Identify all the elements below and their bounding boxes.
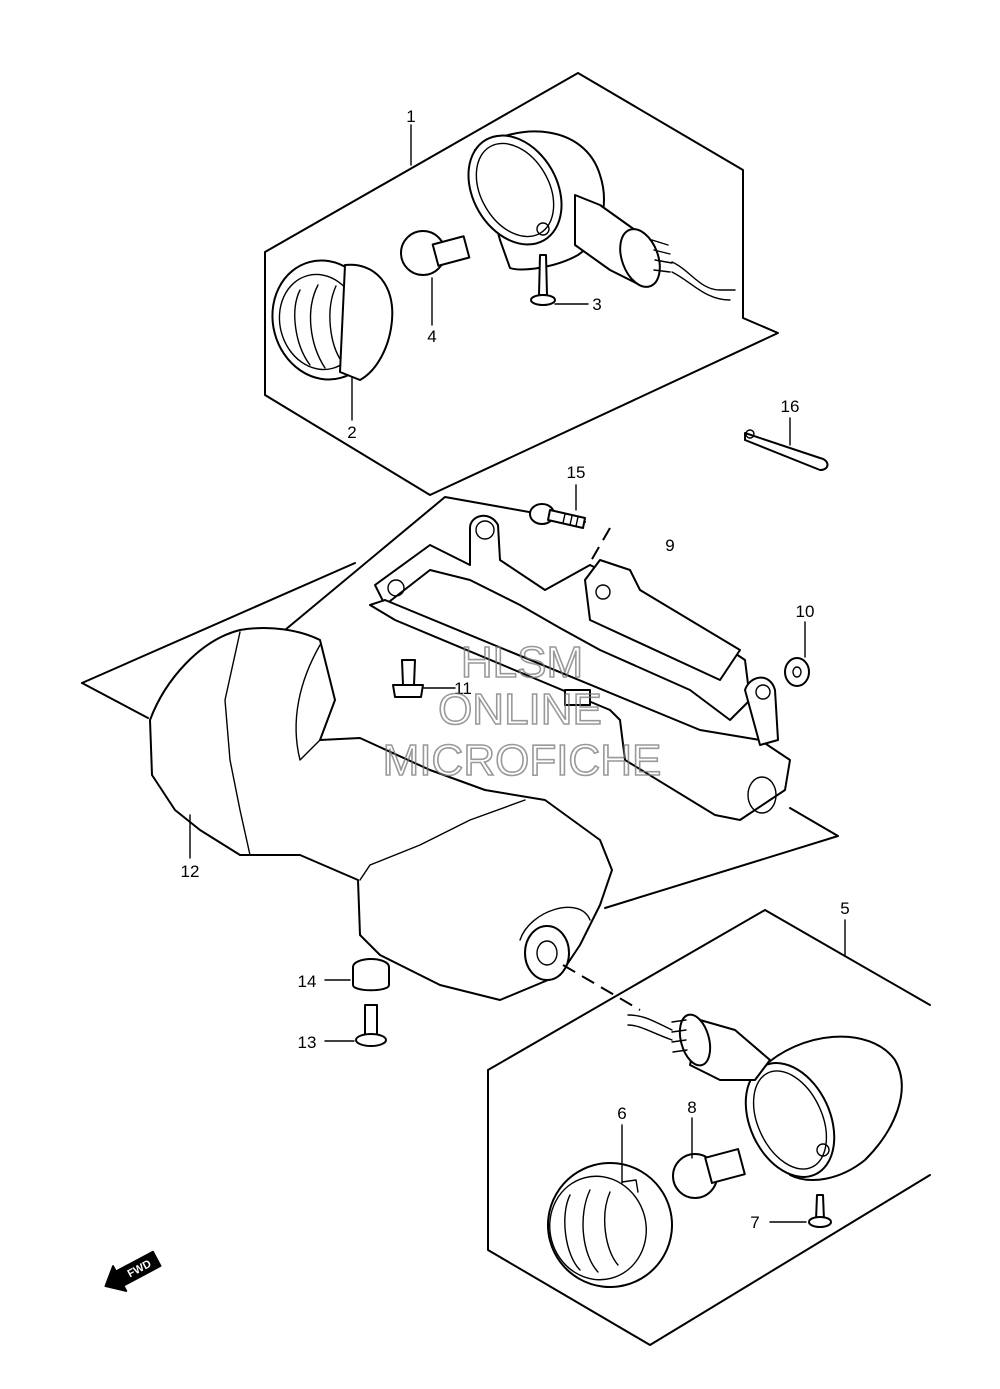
screw-head-lower	[808, 1216, 832, 1228]
callout-10: 10	[796, 602, 815, 621]
bracket-group	[81, 417, 839, 909]
frame-line-left	[81, 562, 356, 684]
callout-4: 4	[427, 327, 436, 346]
bracket-lower-ear	[744, 676, 779, 746]
cover-signal-hole	[524, 925, 570, 981]
screw-head-upper	[530, 294, 556, 306]
callout-12: 12	[181, 862, 200, 881]
callout-8: 8	[687, 1098, 696, 1117]
group-frame-lower-top	[487, 909, 931, 1071]
callout-6: 6	[617, 1104, 626, 1123]
bolt-11-shank	[401, 659, 416, 686]
cover-group	[149, 627, 641, 1011]
callout-1: 1	[406, 107, 415, 126]
callout-5: 5	[840, 899, 849, 918]
fwd-arrow-icon	[104, 1250, 162, 1292]
bolt-11-head	[392, 684, 424, 698]
fastener-group	[324, 958, 390, 1047]
callout-9: 9	[665, 536, 674, 555]
frame-line-left-lower	[81, 682, 149, 719]
bulb-base-lower	[704, 1148, 746, 1184]
callout-7: 7	[750, 1213, 759, 1232]
callout-14: 14	[298, 972, 317, 991]
nut-bracket	[564, 689, 591, 706]
callout-11: 11	[454, 679, 472, 698]
bracket-lower-plate	[369, 599, 791, 821]
grommet-14-body	[352, 967, 390, 992]
screw-13-shank	[364, 1004, 378, 1036]
callout-15: 15	[567, 463, 586, 482]
screw-13-head	[355, 1033, 387, 1047]
rear-turn-signal-group	[487, 909, 931, 1346]
callout-13: 13	[298, 1033, 317, 1052]
bracket-rear-plate	[584, 559, 741, 681]
screw-upper	[538, 254, 548, 296]
signal-stem-lower	[689, 1019, 771, 1081]
group-frame-lower-bottom	[487, 1069, 931, 1346]
cover-body	[149, 627, 613, 1001]
bolt-15-shank	[547, 509, 586, 529]
callout-2: 2	[347, 423, 356, 442]
stem-base-upper	[619, 228, 661, 288]
watermark-line-1: HLSM	[461, 638, 583, 687]
callout-16: 16	[781, 397, 800, 416]
leader-dashed-cover	[562, 964, 641, 1011]
lens-ring-upper	[339, 263, 394, 381]
watermark-line-2: ONLINE	[438, 685, 602, 734]
lens-lower	[547, 1162, 673, 1288]
frame-line-right	[604, 807, 839, 909]
group-frame-upper	[264, 72, 779, 496]
bracket-upper-plate	[374, 514, 751, 721]
clip-16	[744, 432, 829, 471]
watermark-line-3: MICROFICHE	[383, 736, 662, 785]
front-turn-signal-group	[264, 72, 779, 496]
callout-3: 3	[592, 295, 601, 314]
stem-base-lower	[678, 1013, 712, 1067]
fwd-arrow: FWD	[104, 1250, 162, 1292]
bulb-base-upper	[431, 235, 471, 267]
watermark: HLSM ONLINE MICROFICHE	[382, 637, 662, 786]
grommet-10	[784, 657, 810, 687]
